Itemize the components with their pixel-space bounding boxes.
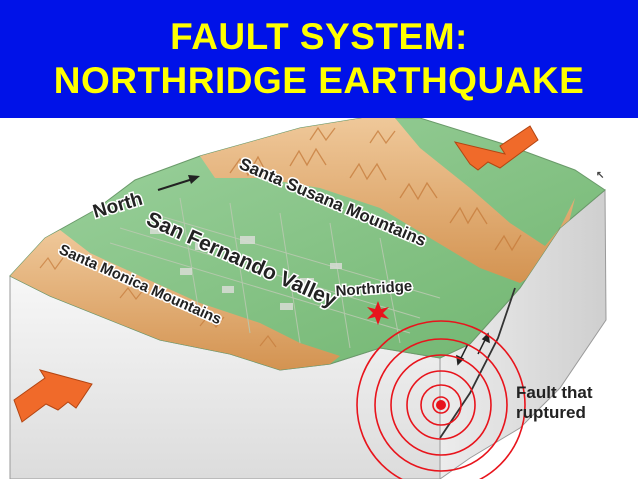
title-bar: FAULT SYSTEM: NORTHRIDGE EARTHQUAKE bbox=[0, 0, 638, 118]
monica-ridges bbox=[39, 256, 277, 348]
mountain-ridges bbox=[229, 126, 522, 252]
label-fault-line-1: Fault that bbox=[516, 383, 593, 402]
north-arrowhead bbox=[188, 175, 200, 184]
corner-mark: ↖ bbox=[596, 170, 604, 181]
hypocenter-dot bbox=[436, 400, 446, 410]
title-line-1: FAULT SYSTEM: bbox=[170, 16, 468, 57]
seismic-wave-rings bbox=[356, 320, 526, 479]
compression-arrow-top-right bbox=[453, 125, 539, 171]
fault-slip-arrows bbox=[456, 332, 490, 366]
compression-arrow-bottom-left bbox=[13, 369, 93, 423]
santa-monica-mountains-terrain bbox=[10, 230, 340, 370]
epicenter-star-icon bbox=[367, 301, 389, 325]
valley-buildings bbox=[150, 226, 342, 310]
fault-line bbox=[439, 287, 516, 439]
title-line-2: NORTHRIDGE EARTHQUAKE bbox=[53, 60, 585, 101]
label-fault-line-2: ruptured bbox=[516, 403, 586, 422]
fault-block-diagram: ↖ North Santa Susana Mountains San Ferna… bbox=[9, 118, 607, 479]
